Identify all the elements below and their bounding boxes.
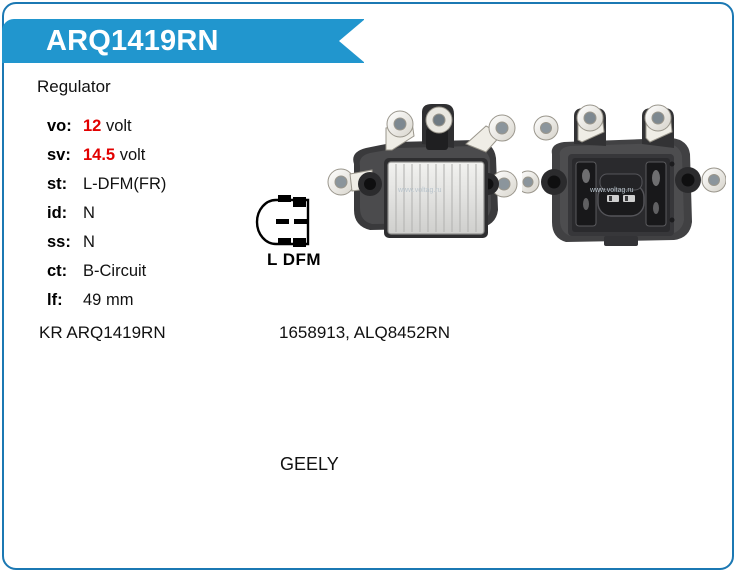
spec-value: N <box>83 199 95 228</box>
spec-value: 14.5 volt <box>83 141 145 170</box>
spec-row: st: L-DFM(FR) <box>37 170 247 199</box>
spec-value-main: 14.5 <box>83 146 116 164</box>
spec-label: vo: <box>47 117 72 135</box>
connector-label: L DFM <box>266 250 322 269</box>
spec-value-main: B-Circuit <box>83 262 147 280</box>
spec-value-unit: volt <box>119 146 146 164</box>
spec-value-unit: volt <box>105 117 132 135</box>
connector-pinout-icon <box>255 195 310 247</box>
spec-row: sv: 14.5 volt <box>37 141 247 170</box>
spec-row: lf: 49 mm <box>37 286 247 315</box>
spec-value-main: 49 <box>83 291 102 309</box>
spec-row: ss: N <box>37 228 247 257</box>
spec-value: L-DFM(FR) <box>83 170 166 199</box>
spec-value-main: 12 <box>83 117 102 135</box>
spec-label: ct: <box>47 262 68 280</box>
page-title: ARQ1419RN <box>46 25 219 57</box>
connector-pinout-block: L DFM <box>252 194 336 276</box>
product-type-label: Regulator <box>37 77 111 96</box>
spec-row: vo: 12 volt <box>37 112 247 141</box>
regulator-rear-photo: www.voltag.ru <box>522 104 726 246</box>
banner-notch-shape <box>339 19 364 63</box>
own-part-code: KR ARQ1419RN <box>39 323 166 342</box>
spec-value-main: N <box>83 233 95 251</box>
spec-row: ct: B-Circuit <box>37 257 247 286</box>
spec-label: st: <box>47 175 68 193</box>
spec-value: N <box>83 228 95 257</box>
photo-watermark: www.voltag.ru <box>589 187 634 194</box>
product-photos: www.voltag.ru <box>326 92 726 267</box>
spec-label: sv: <box>47 146 71 164</box>
spec-label: ss: <box>47 233 71 251</box>
regulator-front-photo: www.voltag.ru <box>327 104 518 238</box>
spec-value: B-Circuit <box>83 257 146 286</box>
spec-value: 12 volt <box>83 112 132 141</box>
product-info-card: ARQ1419RN Regulator vo: 12 volt sv: 14.5 vo… <box>2 2 734 570</box>
cross-part-codes: 1658913, ALQ8452RN <box>279 323 451 342</box>
spec-label: id: <box>47 204 68 222</box>
spec-value-unit: mm <box>105 291 134 309</box>
vehicle-brand-label: GEELY <box>280 454 339 474</box>
spec-row: id: N <box>37 199 247 228</box>
spec-value-main: L-DFM(FR) <box>83 175 167 193</box>
spec-value-main: N <box>83 204 95 222</box>
photo-watermark: www.voltag.ru <box>397 187 442 194</box>
spec-label: lf: <box>47 291 63 309</box>
title-banner: ARQ1419RN <box>2 19 364 63</box>
spec-value: 49 mm <box>83 286 133 315</box>
